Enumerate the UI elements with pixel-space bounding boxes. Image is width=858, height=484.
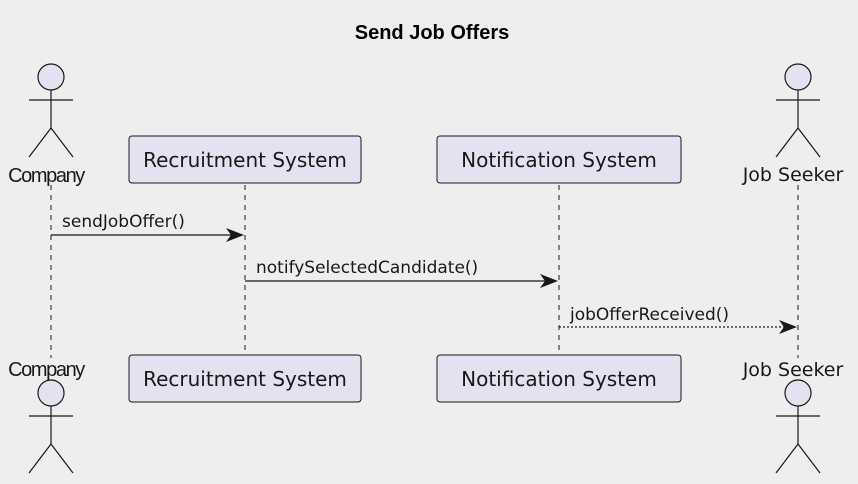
- actor-label-company-bottom: Company: [8, 359, 85, 381]
- actor-company-top: [28, 63, 74, 158]
- arrowhead: [540, 274, 558, 288]
- actor-label-job-seeker-top: Job Seeker: [742, 164, 844, 186]
- message-label: notifySelectedCandidate(): [256, 258, 478, 278]
- participant-recruitment-system-top: Recruitment System: [128, 135, 362, 184]
- participant-label-recruitment-bottom: Recruitment System: [143, 367, 347, 391]
- message-label: jobOfferReceived(): [569, 305, 729, 325]
- message-job-offer-received: jobOfferReceived(): [559, 305, 797, 334]
- actor-label-company-top: Company: [8, 165, 85, 187]
- actor-head: [784, 379, 812, 407]
- arrowhead: [779, 320, 797, 334]
- diagram-title: Send Job Offers: [355, 22, 509, 44]
- actor-job-seeker-bottom: [775, 379, 821, 474]
- actor-head: [37, 63, 65, 91]
- message-notify-selected-candidate: notifySelectedCandidate(): [245, 258, 558, 288]
- actor-company-bottom: [28, 379, 74, 474]
- participant-recruitment-system-bottom: Recruitment System: [128, 354, 362, 403]
- actor-label-job-seeker-bottom: Job Seeker: [742, 359, 844, 381]
- participant-notification-system-top: Notification System: [436, 135, 682, 184]
- actor-head: [784, 63, 812, 91]
- arrowhead: [226, 228, 244, 242]
- actor-job-seeker-top: [775, 63, 821, 158]
- participant-label-notification-top: Notification System: [461, 148, 657, 172]
- actor-head: [37, 379, 65, 407]
- message-label: sendJobOffer(): [62, 212, 185, 232]
- participant-notification-system-bottom: Notification System: [436, 354, 682, 403]
- participant-label-recruitment-top: Recruitment System: [143, 148, 347, 172]
- participant-label-notification-bottom: Notification System: [461, 367, 657, 391]
- message-send-job-offer: sendJobOffer(): [51, 212, 244, 242]
